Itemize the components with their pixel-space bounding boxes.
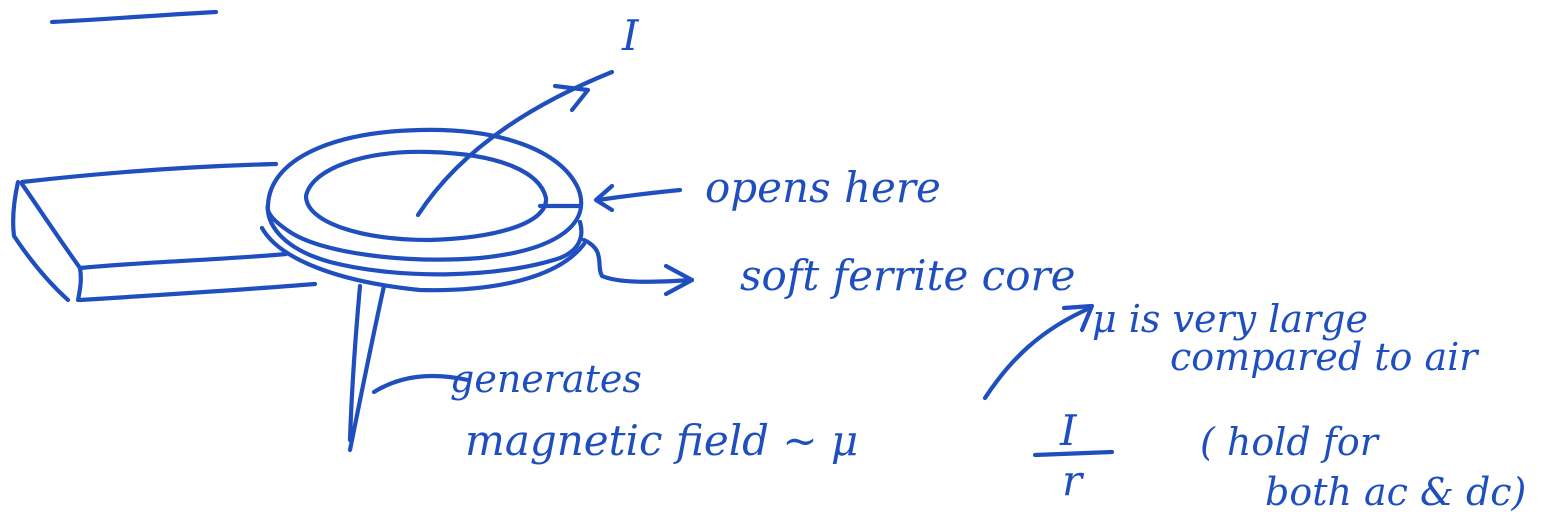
opens-here-label: opens here [705,163,941,212]
clamp-arm-end-face [13,182,81,300]
field-relation: magnetic field ∼ μ [465,416,858,465]
clamp-arm-top-edge [22,164,276,182]
opens-here-arrow [598,190,680,200]
validity-note-line1: ( hold for [1200,420,1381,464]
current-symbol-label: I [621,11,640,60]
clamp-arm-lower-edge [80,284,315,300]
fraction-denominator: r [1062,456,1085,505]
underline-stroke [52,12,216,22]
current-arrowhead [555,86,588,110]
generates-label: generates [450,357,642,401]
fraction-numerator: I [1059,406,1078,455]
core-label-arrow [584,240,692,282]
core-label: soft ferrite core [740,251,1075,300]
clamp-arm-bottom-edge [80,254,286,268]
fraction-bar [1035,452,1112,455]
core-inner-window [306,152,546,240]
mu-note-line2: compared to air [1170,335,1480,379]
mu-arrow [985,308,1090,398]
validity-note-line2: both ac & dc) [1265,470,1526,514]
